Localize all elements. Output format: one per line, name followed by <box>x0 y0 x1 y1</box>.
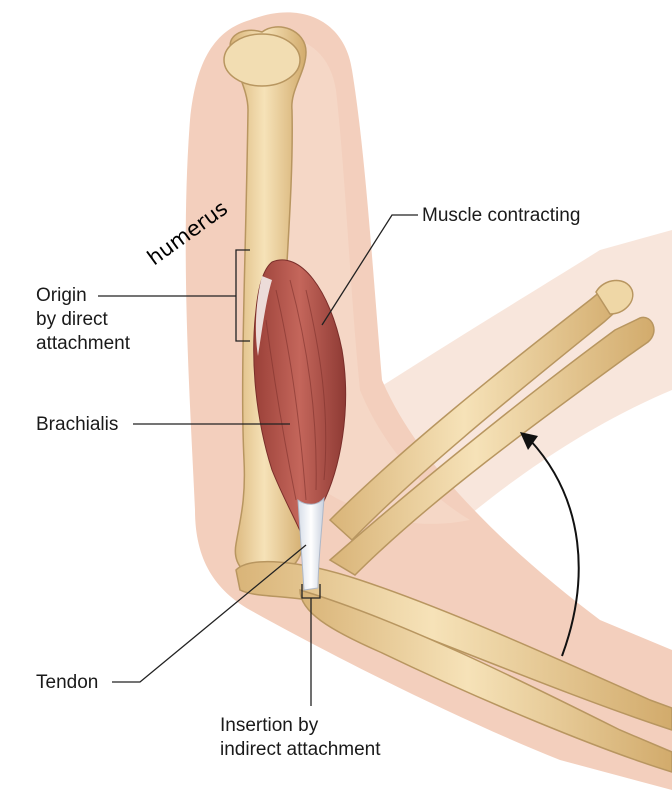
origin-label-line2: by direct <box>36 309 108 330</box>
origin-label-line1: Origin <box>36 285 87 306</box>
insertion-label-line1: Insertion by <box>220 715 319 736</box>
origin-bracket <box>235 249 250 342</box>
insertion-label-line2: indirect attachment <box>220 739 381 760</box>
humerus-head <box>223 33 301 87</box>
leader-lines <box>98 214 418 706</box>
muscle-contracting-label: Muscle contracting <box>422 205 581 226</box>
origin-attachment <box>255 276 272 356</box>
flexion-arrowhead <box>520 432 538 450</box>
tendon-label: Tendon <box>36 672 99 693</box>
flexion-arrow <box>529 439 580 657</box>
tendon-shape <box>297 496 325 591</box>
brachialis-label: Brachialis <box>36 414 119 435</box>
muscle-fiber-lines <box>265 279 327 501</box>
radius-raised-head <box>595 279 634 315</box>
origin-label-line3: attachment <box>36 333 130 354</box>
ulna-raised <box>328 316 655 576</box>
muscle-contracting-leader <box>321 214 418 326</box>
radius-lowered <box>299 588 672 773</box>
tendon-leader <box>112 544 307 683</box>
